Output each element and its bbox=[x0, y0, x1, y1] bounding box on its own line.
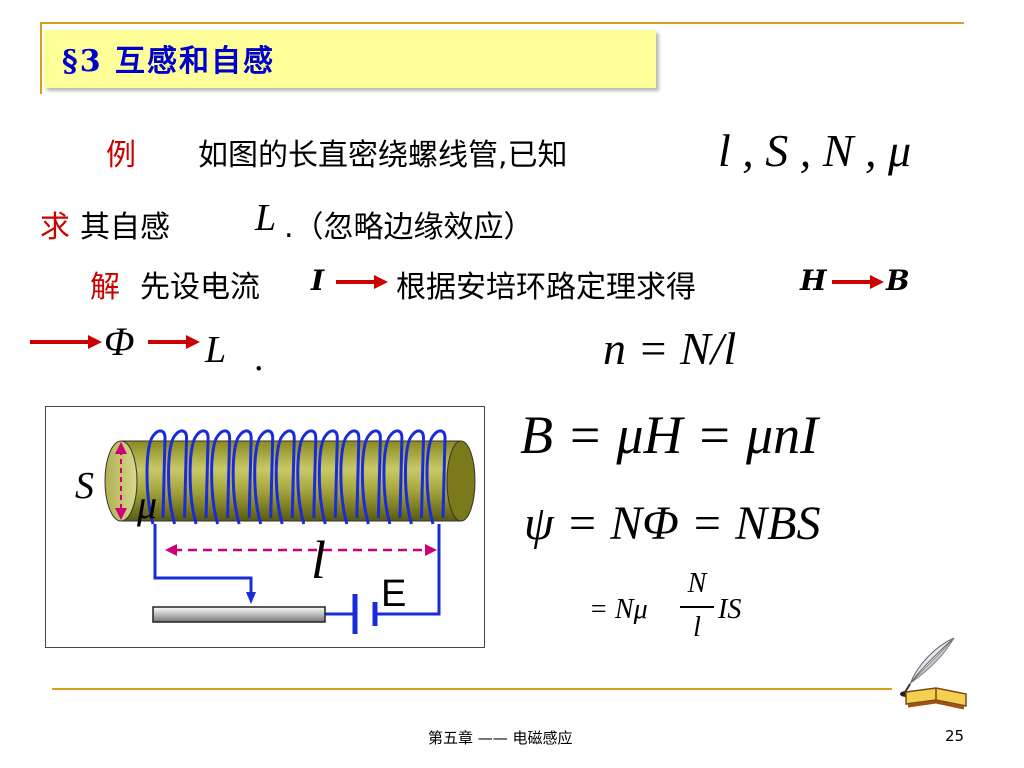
question-label: 求 bbox=[40, 210, 70, 245]
flux-symbol: Φ bbox=[104, 319, 135, 364]
arrow-right-icon bbox=[832, 275, 884, 289]
coil-turn bbox=[231, 429, 253, 525]
solution-text-2: 根据安培环路定理求得 bbox=[396, 270, 696, 305]
fraction-numerator: N bbox=[687, 568, 707, 599]
example-text: 如图的长直密绕螺线管,已知 bbox=[198, 138, 568, 173]
slide-title: §3 互感和自感 bbox=[62, 44, 276, 79]
formula-last-prefix: = Nμ bbox=[589, 594, 648, 625]
example-label: 例 bbox=[106, 138, 136, 173]
footer-rule bbox=[52, 688, 892, 690]
self-inductance-symbol: L bbox=[255, 197, 277, 239]
coil-turn bbox=[210, 429, 232, 525]
coil-turn bbox=[425, 429, 447, 525]
figure-l-label: l bbox=[311, 530, 326, 590]
h-symbol: H bbox=[800, 264, 827, 297]
coil-turn bbox=[382, 429, 404, 525]
coil-turn bbox=[317, 429, 339, 525]
formula-last-suffix: IS bbox=[718, 594, 742, 625]
current-symbol: I bbox=[311, 264, 325, 297]
formula-n: n = N/l bbox=[603, 323, 737, 374]
chain-dot: . bbox=[254, 337, 264, 379]
given-params: l , S , N , μ bbox=[718, 125, 912, 176]
coil-turn bbox=[145, 429, 167, 525]
figure-e-label: E bbox=[381, 573, 406, 615]
question-text: 其自感 bbox=[80, 210, 170, 245]
solenoid-figure: S μ l E bbox=[45, 406, 485, 648]
title-bar bbox=[44, 30, 656, 88]
footer-chapter: 第五章 —— 电磁感应 bbox=[428, 729, 573, 747]
fraction-denominator: l bbox=[693, 612, 701, 643]
fraction-bar bbox=[680, 606, 714, 608]
left-rule bbox=[40, 22, 42, 94]
b-symbol: B bbox=[886, 264, 910, 297]
arrow-right-icon bbox=[148, 335, 200, 349]
coil-turn bbox=[253, 429, 275, 525]
coil-turn bbox=[339, 429, 361, 525]
solution-text-1: 先设电流 bbox=[140, 270, 260, 305]
solution-label: 解 bbox=[90, 270, 120, 305]
formula-b: B = μH = μnI bbox=[520, 405, 819, 465]
arrow-right-icon bbox=[336, 275, 388, 289]
coil-turn bbox=[403, 429, 425, 525]
coil-turn bbox=[360, 429, 382, 525]
coil-turn bbox=[296, 429, 318, 525]
page-number: 25 bbox=[945, 727, 965, 745]
quill-book-icon bbox=[900, 637, 967, 710]
formula-psi: ψ = NΦ = NBS bbox=[524, 497, 821, 550]
figure-s-label: S bbox=[75, 465, 94, 507]
chain-l-symbol: L bbox=[205, 329, 227, 371]
arrow-right-icon bbox=[30, 335, 102, 349]
question-note: .（忽略边缘效应） bbox=[284, 210, 534, 245]
figure-mu-label: μ bbox=[136, 482, 157, 527]
coil-turn bbox=[274, 429, 296, 525]
top-rule bbox=[40, 22, 964, 24]
coil-turn bbox=[167, 429, 189, 525]
coil-turn bbox=[188, 429, 210, 525]
